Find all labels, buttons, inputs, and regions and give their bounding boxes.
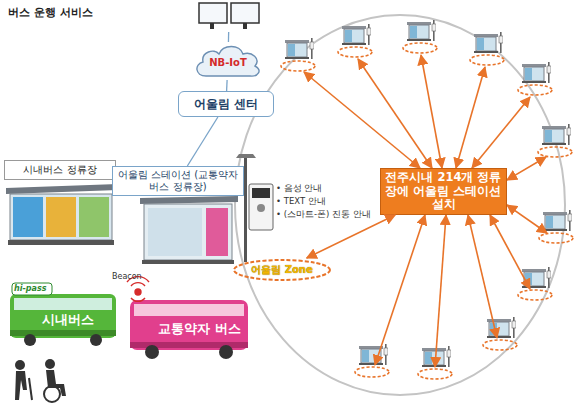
- label-text: 시내버스: [42, 313, 94, 328]
- accessible-bus: [130, 300, 248, 359]
- center-box: 어울림 센터: [178, 91, 274, 117]
- node-text: 어울림 센터: [194, 97, 258, 111]
- city-bus: [10, 283, 116, 346]
- station-box: 어울림 스테이션 (교통약자버스 정류장): [112, 166, 244, 196]
- node-text: NB-IoT: [209, 57, 247, 69]
- people-icons: [15, 359, 66, 402]
- node-text: 어울림 Zone: [251, 264, 313, 276]
- node-text: 전주시내 214개 정류장에 어울림 스테이션 설치: [381, 171, 506, 212]
- monitor-display: 버스 운행 서비스: [198, 2, 260, 32]
- connector: [226, 80, 228, 91]
- station-shelter: [140, 196, 238, 264]
- service-heading: 버스 운행 서비스: [8, 6, 93, 19]
- network-cloud: NB-IoT: [192, 42, 264, 80]
- label-text: • (스마트-폰) 진동 안내: [276, 210, 371, 220]
- connector: [228, 32, 230, 42]
- city-bus-shelter: [6, 184, 118, 245]
- connector: [307, 215, 395, 258]
- node-text: 시내버스 정류장: [23, 164, 96, 176]
- monitor-shape: [198, 2, 260, 32]
- route-circle: [235, 15, 565, 395]
- label-text: hi-pass: [14, 284, 46, 293]
- zone-ellipse: 어울림 Zone: [232, 258, 332, 282]
- label-text: • 음성 안내: [276, 184, 322, 194]
- label-text: Beacon: [112, 272, 142, 281]
- node-text: 어울림 스테이션 (교통약자버스 정류장): [113, 169, 243, 193]
- install-box: 전주시내 214개 정류장에 어울림 스테이션 설치: [380, 168, 507, 215]
- stop-label-box: 시내버스 정류장: [4, 160, 116, 180]
- connector: [187, 117, 218, 166]
- label-text: • TEXT 안내: [276, 197, 326, 207]
- label-text: 교통약자 버스: [158, 322, 241, 337]
